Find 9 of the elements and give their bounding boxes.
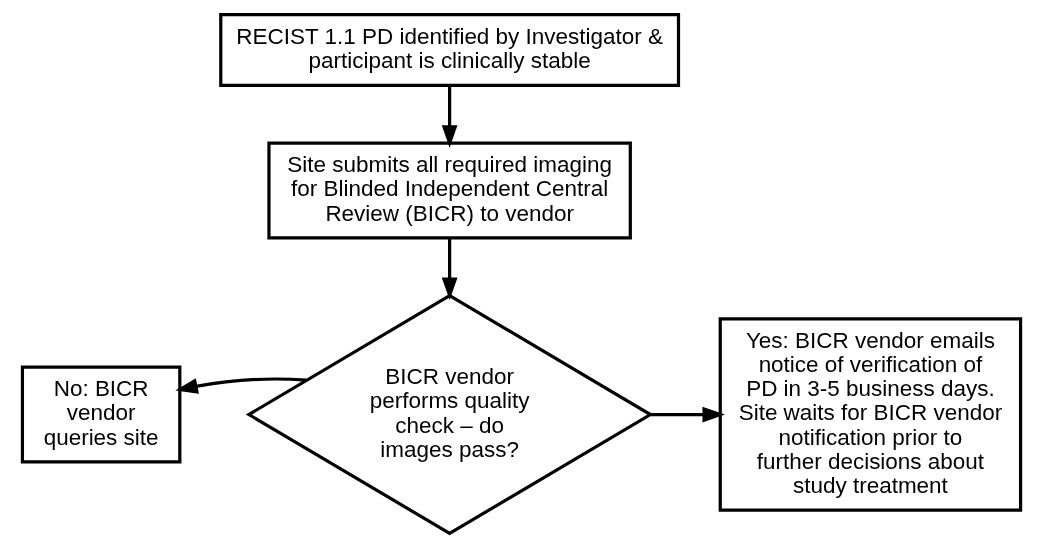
arrow [441, 85, 457, 148]
node-box: Site submits all required imaging for Blinded Independent Central Review (BICR) to vendor [266, 141, 632, 240]
arrow [441, 238, 457, 301]
node-diamond: BICR vendor performs quality check – do images pass? [245, 293, 654, 536]
node-box: RECIST 1.1 PD identified by Investigator & participant is clinically stable [218, 13, 680, 87]
node-box: Yes: BICR vendor emails notice of verification of PD in 3-5 business days. Site waits for BICR vendor notification prior to further decisions about study treatment [718, 317, 1022, 512]
arrow [650, 406, 725, 423]
node-box: No: BICR vendor queries site [20, 365, 181, 464]
arrow [174, 377, 307, 394]
